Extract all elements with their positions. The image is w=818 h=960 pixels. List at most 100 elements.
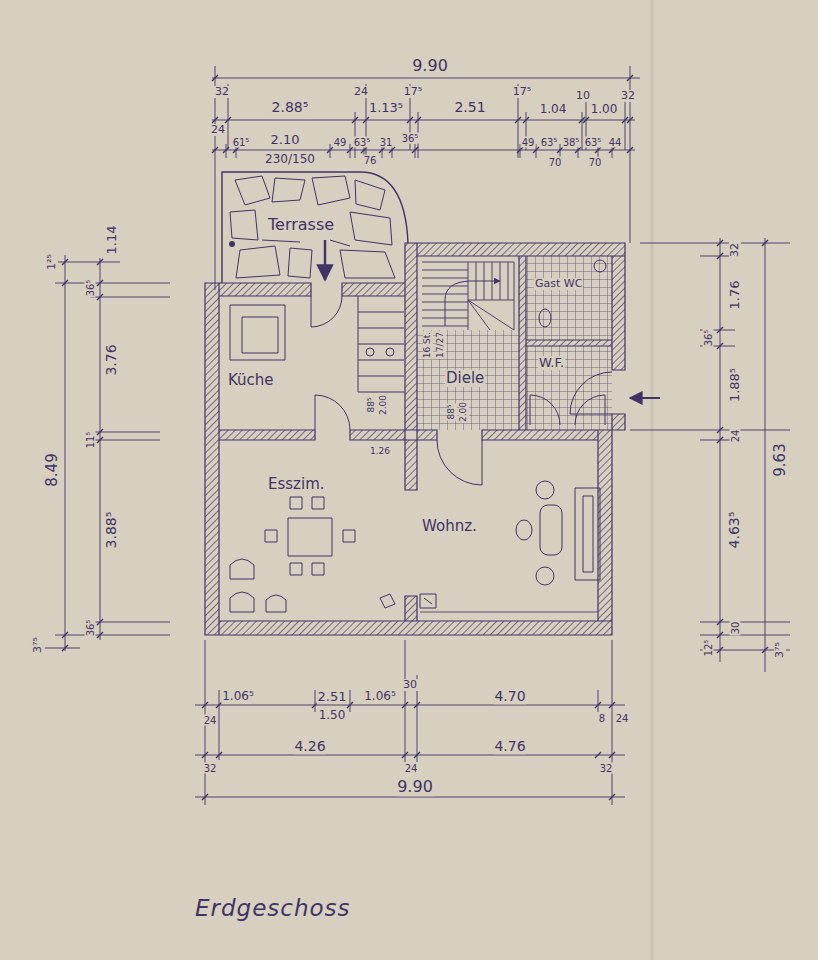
dimension-label: 16 St. bbox=[423, 331, 433, 359]
dimension-label: 49 bbox=[521, 137, 536, 148]
dimension-label: 36⁵ bbox=[85, 279, 96, 298]
dimension-label: 230/150 bbox=[264, 153, 316, 166]
dimension-label: 2.00 bbox=[459, 401, 469, 423]
coffee-table bbox=[540, 505, 562, 555]
dimension-label: 9.63 bbox=[772, 442, 789, 477]
dimension-label: 63⁵ bbox=[353, 137, 372, 148]
dimension-label: 3.76 bbox=[104, 343, 119, 376]
armchairs bbox=[230, 559, 286, 612]
stair bbox=[422, 262, 514, 330]
dimension-label: 24 bbox=[404, 763, 419, 774]
dimension-ticks bbox=[717, 240, 768, 653]
dimension-label: 1.06⁵ bbox=[221, 690, 255, 703]
dimension-label: 4.70 bbox=[493, 689, 526, 704]
paper-fold bbox=[651, 0, 654, 960]
dimension-lines bbox=[45, 255, 170, 651]
dimension-label: 9.90 bbox=[396, 778, 434, 796]
dimension-label: 17⁵ bbox=[403, 86, 423, 98]
entrance-arrow bbox=[630, 397, 660, 399]
dimension-label: 8.49 bbox=[44, 452, 61, 487]
stair-arrow bbox=[445, 281, 500, 326]
dimension-label: 3.88⁵ bbox=[104, 511, 119, 550]
room-area: Terrasse bbox=[222, 168, 405, 283]
dimension-label: 24 bbox=[203, 715, 218, 726]
side-tables bbox=[380, 594, 436, 608]
kitchen-counter bbox=[358, 296, 404, 392]
dimension-label: 1.06⁵ bbox=[363, 690, 397, 703]
dimension-label: 44 bbox=[608, 137, 623, 148]
room-label: Esszim. bbox=[267, 476, 326, 493]
dimension-label: 2.10 bbox=[270, 133, 301, 147]
flagstones bbox=[230, 176, 395, 278]
dimension-label: 70 bbox=[548, 157, 563, 168]
dimension-label: 24 bbox=[353, 86, 369, 98]
dimension-label: 30 bbox=[730, 621, 741, 636]
dimension-label: 31 bbox=[379, 137, 394, 148]
dimension-label: 1.26 bbox=[369, 447, 391, 457]
dimension-label: 24 bbox=[615, 713, 630, 724]
dimension-label: 8 bbox=[598, 713, 606, 724]
window-line bbox=[420, 612, 598, 613]
dimension-label: 10 bbox=[575, 90, 591, 102]
dimension-label: 63⁵ bbox=[540, 137, 559, 148]
floor-tiles bbox=[526, 346, 612, 430]
dimension-label: 49 bbox=[333, 137, 348, 148]
dimension-label: 1.88⁵ bbox=[728, 367, 742, 403]
dimension-label: 36⁵ bbox=[703, 329, 714, 348]
room-area: Gast WC bbox=[526, 256, 612, 340]
floor-tiles bbox=[526, 256, 612, 340]
drawing-caption: Erdgeschoss bbox=[195, 896, 351, 921]
dimension-label: 1.13⁵ bbox=[368, 101, 404, 115]
dimension-lines bbox=[212, 66, 640, 290]
dimension-label: 63⁵ bbox=[584, 137, 603, 148]
dimension-label: 4.76 bbox=[493, 739, 526, 754]
dimension-label: 30 bbox=[402, 679, 418, 691]
bench bbox=[230, 305, 285, 360]
dimension-label: 32 bbox=[203, 763, 218, 774]
room-area: W.F. bbox=[526, 346, 612, 430]
dimension-label: 32 bbox=[620, 90, 636, 102]
dimension-label: 38⁵ bbox=[562, 137, 581, 148]
dimension-ticks bbox=[202, 702, 615, 800]
sofa bbox=[575, 488, 600, 580]
room-area: Esszim. bbox=[219, 440, 405, 621]
terrace-outline bbox=[222, 172, 408, 283]
dimension-label: 1.00 bbox=[590, 103, 619, 116]
dimension-label: 4.26 bbox=[293, 739, 326, 754]
dimension-label: 24 bbox=[210, 124, 226, 136]
stove bbox=[386, 348, 394, 356]
dimension-label: 24 bbox=[730, 429, 741, 444]
entry-arrow bbox=[324, 240, 327, 280]
door-swings bbox=[311, 296, 612, 485]
dimension-label: 2.88⁵ bbox=[271, 100, 310, 115]
room-label: W.F. bbox=[538, 356, 565, 370]
dimension-label: 76 bbox=[363, 155, 378, 166]
room-area: Küche bbox=[219, 296, 405, 430]
toilet bbox=[539, 309, 551, 327]
dimension-lines bbox=[630, 238, 790, 672]
dimension-label: 2.00 bbox=[379, 394, 389, 416]
dimension-ticks bbox=[62, 259, 103, 651]
dimension-label: 17/27 bbox=[436, 331, 446, 359]
dimension-label: 1.14 bbox=[105, 225, 119, 256]
dimension-label: 32 bbox=[729, 242, 741, 258]
dimension-lines bbox=[195, 640, 625, 805]
dimension-label: 36⁵ bbox=[85, 619, 96, 638]
room-label: Terrasse bbox=[267, 216, 335, 234]
dimension-ticks bbox=[212, 75, 633, 153]
dimension-label: 1.50 bbox=[318, 709, 347, 722]
dimension-label: 88⁵ bbox=[367, 396, 377, 413]
stove bbox=[366, 348, 374, 356]
dimension-label: 2.51 bbox=[317, 690, 348, 704]
dimension-label: 2.51 bbox=[453, 100, 486, 115]
room-label: Küche bbox=[227, 372, 275, 389]
walls bbox=[205, 243, 625, 635]
dimension-label: 1.04 bbox=[539, 103, 568, 116]
dimension-label: 32 bbox=[214, 86, 230, 98]
dimension-label: 17⁵ bbox=[512, 86, 532, 98]
dimension-label: 36⁵ bbox=[401, 133, 420, 144]
dimension-label: 70 bbox=[588, 157, 603, 168]
dimension-label: 12⁵ bbox=[703, 639, 714, 658]
dimension-label: 1²⁵ bbox=[46, 253, 58, 271]
